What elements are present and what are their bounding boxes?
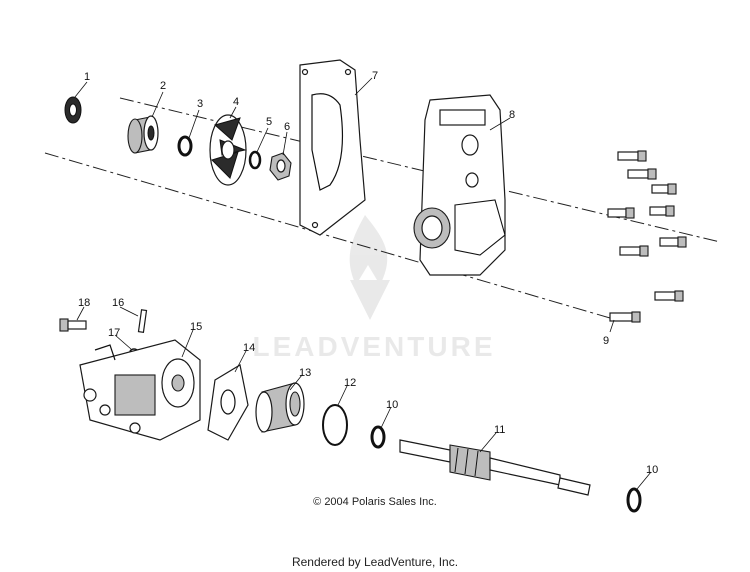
callout-11: 11 bbox=[494, 424, 505, 436]
part-10-washer-upper bbox=[370, 425, 386, 449]
callout-15: 15 bbox=[190, 321, 202, 333]
part-13-filter bbox=[255, 382, 305, 433]
callout-5: 5 bbox=[266, 116, 272, 128]
leader-lines bbox=[74, 77, 652, 490]
callout-3: 3 bbox=[197, 98, 203, 110]
callout-8: 8 bbox=[509, 109, 515, 121]
part-15-pump-assembly bbox=[79, 339, 201, 441]
watermark-text: LEADVENTURE bbox=[252, 331, 495, 362]
callout-2: 2 bbox=[160, 80, 166, 92]
callout-9: 9 bbox=[603, 335, 609, 347]
callout-12: 12 bbox=[344, 377, 356, 389]
part-8-cover bbox=[413, 94, 506, 276]
callout-10-lower: 10 bbox=[646, 464, 658, 476]
part-18-screw bbox=[59, 318, 87, 332]
callout-13: 13 bbox=[299, 367, 311, 379]
callout-16: 16 bbox=[112, 297, 124, 309]
callout-labels: 1 2 3 4 5 6 7 8 9 10 10 11 12 13 14 15 1… bbox=[78, 70, 658, 476]
copyright-text: © 2004 Polaris Sales Inc. bbox=[313, 496, 437, 508]
part-3-washer bbox=[177, 135, 193, 157]
leadventure-watermark: LEADVENTURE bbox=[252, 215, 495, 362]
axis-line-lower bbox=[44, 152, 611, 319]
part-5-washer bbox=[248, 150, 262, 170]
part-14-gasket bbox=[207, 364, 249, 441]
part-16-pin bbox=[137, 309, 148, 333]
part-6-nut bbox=[269, 152, 292, 181]
part-1-seal bbox=[64, 96, 82, 124]
part-12-o-ring bbox=[322, 404, 348, 446]
rendered-by-text: Rendered by LeadVenture, Inc. bbox=[291, 555, 459, 569]
callout-18: 18 bbox=[78, 297, 90, 309]
callout-4: 4 bbox=[233, 96, 239, 108]
part-9-bolts bbox=[607, 150, 687, 323]
part-2-bearing bbox=[127, 115, 159, 154]
callout-10-upper: 10 bbox=[386, 399, 398, 411]
callout-6: 6 bbox=[284, 121, 290, 133]
part-4-impeller bbox=[209, 114, 247, 186]
callout-17: 17 bbox=[108, 327, 120, 339]
callout-1: 1 bbox=[84, 71, 90, 83]
callout-7: 7 bbox=[372, 70, 378, 82]
part-7-gasket bbox=[299, 59, 366, 236]
callout-14: 14 bbox=[243, 342, 255, 354]
part-10-washer-lower bbox=[626, 487, 642, 513]
part-11-shaft bbox=[399, 439, 591, 496]
